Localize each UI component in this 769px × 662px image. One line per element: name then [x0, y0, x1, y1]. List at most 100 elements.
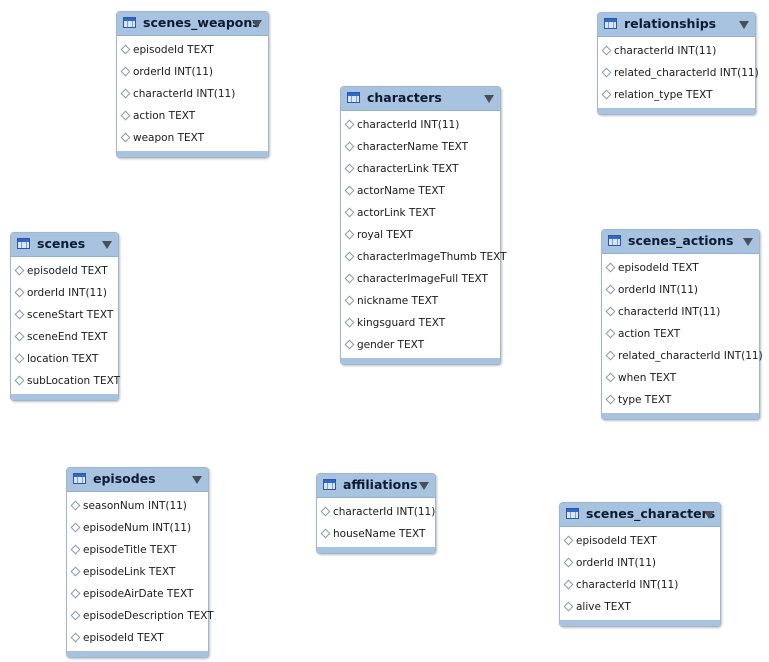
- collapse-arrow-icon[interactable]: [739, 21, 749, 29]
- column-row[interactable]: characterId INT(11): [117, 83, 268, 105]
- column-label: characterImageThumb TEXT: [357, 251, 507, 263]
- column-row[interactable]: sceneEnd TEXT: [11, 326, 118, 348]
- table-title: scenes: [37, 236, 86, 251]
- column-label: characterId INT(11): [357, 119, 460, 131]
- column-diamond-icon: [14, 375, 25, 386]
- column-row[interactable]: when TEXT: [602, 367, 759, 389]
- column-row[interactable]: characterImageThumb TEXT: [341, 246, 507, 268]
- column-label: characterLink TEXT: [357, 163, 459, 175]
- column-row[interactable]: houseName TEXT: [317, 523, 435, 545]
- column-row[interactable]: episodeDescription TEXT: [67, 605, 214, 627]
- collapse-arrow-icon[interactable]: [704, 511, 714, 519]
- collapse-arrow-icon[interactable]: [419, 482, 429, 490]
- column-label: weapon TEXT: [133, 132, 205, 144]
- table-header[interactable]: affiliations: [317, 474, 435, 498]
- column-list: seasonNum INT(11) episodeNum INT(11) episo…: [67, 492, 214, 651]
- column-row[interactable]: action TEXT: [117, 105, 268, 127]
- column-row[interactable]: orderId INT(11): [560, 552, 720, 574]
- column-row[interactable]: characterId INT(11): [598, 40, 755, 62]
- column-row[interactable]: gender TEXT: [341, 334, 500, 356]
- column-row[interactable]: characterId INT(11): [341, 114, 500, 136]
- collapse-arrow-icon[interactable]: [743, 238, 753, 246]
- table-header[interactable]: scenes_characters: [560, 503, 720, 527]
- column-row[interactable]: characterId INT(11): [560, 574, 720, 596]
- table-header[interactable]: characters: [341, 87, 500, 111]
- column-row[interactable]: location TEXT: [11, 348, 118, 370]
- column-row[interactable]: characterName TEXT: [341, 136, 500, 158]
- column-diamond-icon: [120, 66, 131, 77]
- column-row[interactable]: orderId INT(11): [11, 282, 118, 304]
- column-row[interactable]: action TEXT: [602, 323, 759, 345]
- column-row[interactable]: relation_type TEXT: [598, 84, 755, 106]
- column-diamond-icon: [70, 610, 81, 621]
- column-row[interactable]: characterId INT(11): [602, 301, 759, 323]
- column-row[interactable]: episodeAirDate TEXT: [67, 583, 208, 605]
- column-label: alive TEXT: [576, 601, 631, 613]
- column-row[interactable]: actorLink TEXT: [341, 202, 500, 224]
- column-diamond-icon: [605, 262, 616, 273]
- column-label: royal TEXT: [357, 229, 413, 241]
- table-header[interactable]: scenes_actions: [602, 230, 759, 254]
- column-row[interactable]: royal TEXT: [341, 224, 500, 246]
- column-row[interactable]: alive TEXT: [560, 596, 720, 618]
- column-row[interactable]: episodeId TEXT: [117, 39, 268, 61]
- collapse-arrow-icon[interactable]: [192, 476, 202, 484]
- column-row[interactable]: sceneStart TEXT: [11, 304, 118, 326]
- collapse-arrow-icon[interactable]: [102, 241, 112, 249]
- column-row[interactable]: episodeId TEXT: [11, 260, 118, 282]
- column-diamond-icon: [70, 588, 81, 599]
- table-characters[interactable]: characters characterId INT(11) characterNa…: [340, 86, 507, 365]
- table-footer: [598, 108, 755, 114]
- table-episodes[interactable]: episodes seasonNum INT(11) episodeNum INT(…: [66, 467, 214, 658]
- column-label: episodeAirDate TEXT: [83, 588, 194, 600]
- collapse-arrow-icon[interactable]: [252, 20, 262, 28]
- column-row[interactable]: episodeLink TEXT: [67, 561, 208, 583]
- column-row[interactable]: weapon TEXT: [117, 127, 268, 149]
- column-label: episodeId TEXT: [83, 632, 164, 644]
- table-affiliations[interactable]: affiliations characterId INT(11)houseName…: [316, 473, 436, 554]
- column-label: episodeNum INT(11): [83, 522, 192, 534]
- collapse-arrow-icon[interactable]: [484, 95, 494, 103]
- column-row[interactable]: episodeId TEXT: [67, 627, 208, 649]
- column-row[interactable]: episodeNum INT(11): [67, 517, 208, 539]
- column-label: action TEXT: [618, 328, 681, 340]
- column-row[interactable]: related_characterId INT(11): [602, 345, 763, 367]
- column-diamond-icon: [70, 566, 81, 577]
- column-row[interactable]: kingsguard TEXT: [341, 312, 500, 334]
- column-row[interactable]: characterImageFull TEXT: [341, 268, 500, 290]
- column-diamond-icon: [344, 251, 355, 262]
- table-relationships[interactable]: relationships characterId INT(11)related_…: [597, 12, 759, 115]
- column-diamond-icon: [605, 284, 616, 295]
- column-row[interactable]: episodeTitle TEXT: [67, 539, 208, 561]
- table-title: scenes_weapons: [143, 15, 260, 30]
- column-label: actorName TEXT: [357, 185, 445, 197]
- column-diamond-icon: [344, 273, 355, 284]
- table-icon: [604, 18, 617, 29]
- column-diamond-icon: [601, 89, 612, 100]
- table-header[interactable]: episodes: [67, 468, 208, 492]
- column-diamond-icon: [601, 45, 612, 56]
- column-row[interactable]: episodeId TEXT: [602, 257, 759, 279]
- column-row[interactable]: type TEXT: [602, 389, 759, 411]
- table-header[interactable]: scenes: [11, 233, 118, 257]
- column-row[interactable]: actorName TEXT: [341, 180, 500, 202]
- column-row[interactable]: orderId INT(11): [117, 61, 268, 83]
- column-row[interactable]: characterId INT(11): [317, 501, 435, 523]
- column-row[interactable]: episodeId TEXT: [560, 530, 720, 552]
- column-row[interactable]: seasonNum INT(11): [67, 495, 208, 517]
- column-row[interactable]: orderId INT(11): [602, 279, 759, 301]
- table-footer: [67, 651, 208, 657]
- table-header[interactable]: scenes_weapons: [117, 12, 268, 36]
- column-diamond-icon: [120, 110, 131, 121]
- column-row[interactable]: related_characterId INT(11): [598, 62, 759, 84]
- table-header[interactable]: relationships: [598, 13, 755, 37]
- column-row[interactable]: subLocation TEXT: [11, 370, 120, 392]
- column-diamond-icon: [320, 528, 331, 539]
- column-row[interactable]: nickname TEXT: [341, 290, 500, 312]
- column-row[interactable]: characterLink TEXT: [341, 158, 500, 180]
